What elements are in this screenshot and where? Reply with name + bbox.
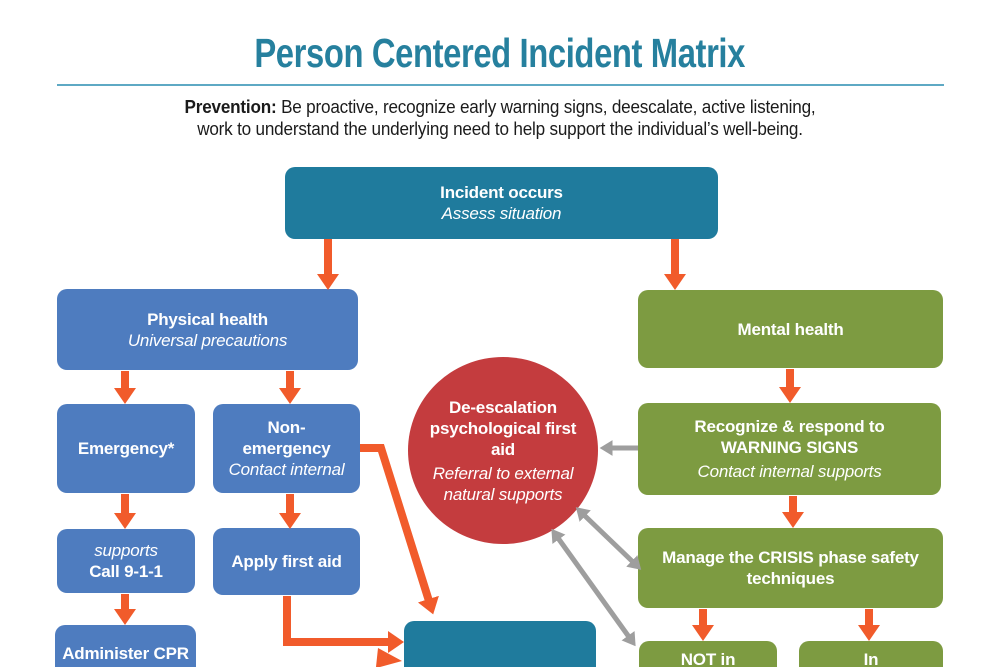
prevention-note: Prevention: Be proactive, recognize earl… <box>25 96 975 140</box>
mental-line1: Mental health <box>737 319 844 339</box>
emergency-box: Emergency* <box>57 404 195 493</box>
apply-first-aid-box: Apply first aid <box>213 528 360 595</box>
page-title-text: Person Centered Incident Matrix <box>254 30 746 76</box>
incident-line1: Incident occurs <box>440 183 563 202</box>
de-escalation-line4: Referral to external <box>432 463 574 483</box>
non-emergency-box: Non- emergency Contact internal <box>213 404 360 493</box>
de-escalation-line2: psychological first <box>429 418 577 438</box>
title-divider <box>57 84 944 86</box>
call-911-line1: supports <box>94 541 158 560</box>
physical-line2: Universal precautions <box>127 330 288 350</box>
recognize-line1: Recognize & respond to <box>694 417 885 436</box>
administer-cpr-line1: Administer CPR <box>62 644 189 663</box>
not-in-line1: NOT in <box>680 650 736 667</box>
mental-health-box: Mental health <box>638 290 943 368</box>
arrow-de-escalation-manage-double <box>575 507 642 570</box>
arrow-partial-bottom <box>376 648 402 667</box>
recognize-line3: Contact internal supports <box>697 462 882 481</box>
call-911-line2: Call 9-1-1 <box>89 562 163 581</box>
prevention-line1: Prevention: Be proactive, recognize earl… <box>25 96 975 118</box>
recognize-warning-signs-box: Recognize & respond to WARNING SIGNS Con… <box>638 403 941 495</box>
prevention-line1-text: Be proactive, recognize early warning si… <box>276 97 816 117</box>
administer-cpr-box: Administer CPR <box>55 625 196 667</box>
de-escalation-line3: aid <box>491 439 515 459</box>
non-emergency-line3: Contact internal <box>228 460 345 479</box>
non-emergency-line2: emergency <box>242 439 331 458</box>
not-in-box: NOT in <box>639 641 777 667</box>
physical-health-box: Physical health Universal precautions <box>57 289 358 370</box>
bottom-teal-box <box>404 621 596 667</box>
apply-first-aid-line1: Apply first aid <box>231 552 342 571</box>
call-911-box: supports Call 9-1-1 <box>57 529 195 593</box>
de-escalation-line1: De-escalation <box>449 397 557 417</box>
non-emergency-line1: Non- <box>267 418 306 437</box>
physical-line1: Physical health <box>147 309 268 329</box>
de-escalation-line5: natural supports <box>443 484 563 504</box>
manage-crisis-line2: techniques <box>746 569 835 588</box>
manage-crisis-line1: Manage the CRISIS phase safety <box>662 548 919 567</box>
incident-line2: Assess situation <box>441 204 562 223</box>
manage-crisis-box: Manage the CRISIS phase safety technique… <box>638 528 943 608</box>
de-escalation-circle: De-escalation psychological first aid Re… <box>408 357 598 544</box>
recognize-line2: WARNING SIGNS <box>720 438 859 457</box>
incident-occurs-box: Incident occurs Assess situation <box>285 167 718 239</box>
page-title: Person Centered Incident Matrix <box>0 30 1000 77</box>
prevention-line2: work to understand the underlying need t… <box>197 119 803 139</box>
in-box: In <box>799 641 943 667</box>
prevention-label: Prevention: <box>184 97 277 117</box>
in-line1: In <box>863 650 879 667</box>
emergency-line1: Emergency* <box>77 439 175 458</box>
arrow-apply-first-aid-to-bottom-teal <box>283 596 404 653</box>
